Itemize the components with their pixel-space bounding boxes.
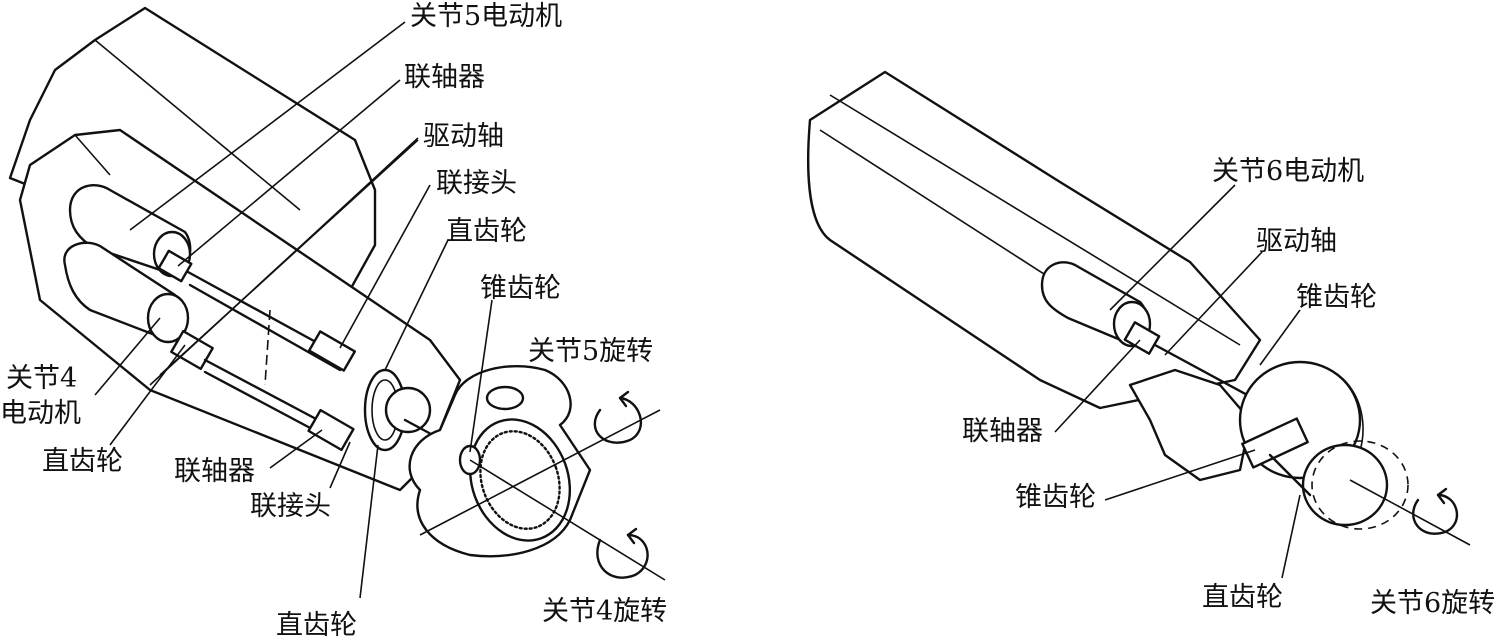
body-edge	[74, 134, 111, 176]
left-wrist-assembly: 关节5电动机 联轴器 驱动轴 联接头 直齿轮 锥齿轮 关节5旋转 关节4 电动机…	[0, 1, 667, 641]
leader-coupling-top	[177, 79, 401, 267]
joint4-motor-end	[146, 292, 190, 344]
label-drive-shaft: 驱动轴	[423, 121, 504, 152]
leader-bevel-gear	[469, 299, 493, 453]
joint5-rotation-arrow	[593, 396, 642, 444]
label-spur-gear: 直齿轮	[1202, 582, 1283, 613]
label-coupling-bottom: 联轴器	[174, 456, 255, 487]
label-connector-top: 联接头	[436, 168, 517, 199]
leader-bevel-gear-bottom	[1104, 449, 1256, 501]
leader-connector-top	[339, 184, 431, 349]
label-bevel-gear-bottom: 锥齿轮	[1015, 482, 1096, 513]
label-joint6-motor: 关节6电动机	[1212, 156, 1364, 187]
joint4-arrowhead	[626, 527, 638, 545]
output-flange-dashed	[1311, 440, 1409, 530]
bevel-gear-lower-shaft	[1241, 417, 1309, 469]
label-spur-gear-bottom: 直齿轮	[276, 610, 357, 641]
housing-top-edge	[829, 94, 1241, 346]
label-drive-shaft: 驱动轴	[1256, 226, 1337, 257]
center-line	[264, 309, 271, 386]
label-coupling-top: 联轴器	[404, 62, 485, 93]
drive-shaft-lower	[203, 358, 320, 422]
drive-shaft-lower-b	[203, 370, 316, 432]
label-joint6-rotation: 关节6旋转	[1370, 588, 1495, 619]
label-connector-bottom: 联接头	[250, 491, 331, 522]
leader-spur-gear-left	[109, 344, 186, 446]
joint6-axis	[1349, 479, 1471, 546]
label-spur-gear-left: 直齿轮	[42, 446, 123, 477]
joint6-arrowhead	[1436, 487, 1448, 505]
label-bevel-gear-top: 锥齿轮	[1296, 282, 1377, 313]
leader-joint6-motor	[1109, 184, 1236, 311]
label-spur-gear-top: 直齿轮	[446, 216, 527, 247]
label-joint4-motor-line2: 电动机	[0, 398, 81, 429]
leader-drive-shaft	[1164, 251, 1263, 356]
connector-lower	[307, 408, 355, 452]
leader-joint5-motor	[129, 21, 406, 231]
leader-connector-bottom	[329, 441, 351, 489]
drive-shaft-upper-b	[188, 283, 342, 372]
bevel-gear-teeth	[479, 430, 561, 530]
leader-coupling-bottom	[269, 429, 323, 469]
leader-spur-gear-top	[384, 239, 449, 371]
output-flange	[1301, 443, 1389, 527]
leader-spur-gear-bottom	[359, 444, 379, 599]
housing-hole	[485, 385, 525, 411]
spur-gear-hub	[384, 386, 432, 434]
leader-coupling	[1054, 339, 1141, 433]
right-wrist-assembly: 关节6电动机 驱动轴 锥齿轮 联轴器 锥齿轮 直齿轮 关节6旋转	[807, 70, 1495, 619]
label-joint5-rotation: 关节5旋转	[528, 336, 653, 367]
joint5-arrowhead	[618, 390, 630, 408]
wrist-body	[1128, 368, 1252, 482]
connector-upper	[307, 330, 357, 372]
leader-bevel-gear-top	[1259, 309, 1301, 366]
housing-edge	[94, 39, 301, 211]
label-bevel-gear: 锥齿轮	[480, 273, 561, 304]
leader-drive-shaft-b	[159, 139, 419, 376]
leader-joint4-motor	[94, 317, 161, 396]
label-joint4-rotation: 关节4旋转	[542, 596, 667, 627]
joint6-rotation-arrow	[1412, 493, 1459, 535]
label-joint4-motor-line1: 关节4	[6, 363, 77, 394]
label-coupling: 联轴器	[962, 416, 1043, 447]
joint4-axis	[469, 459, 666, 581]
spur-gear-shaft	[1268, 453, 1312, 497]
joint5-axis	[419, 409, 661, 536]
label-joint5-motor: 关节5电动机	[410, 1, 562, 32]
coupling-upper	[157, 249, 193, 283]
leader-spur-gear	[1281, 494, 1301, 579]
joint4-rotation-arrow	[596, 533, 649, 579]
